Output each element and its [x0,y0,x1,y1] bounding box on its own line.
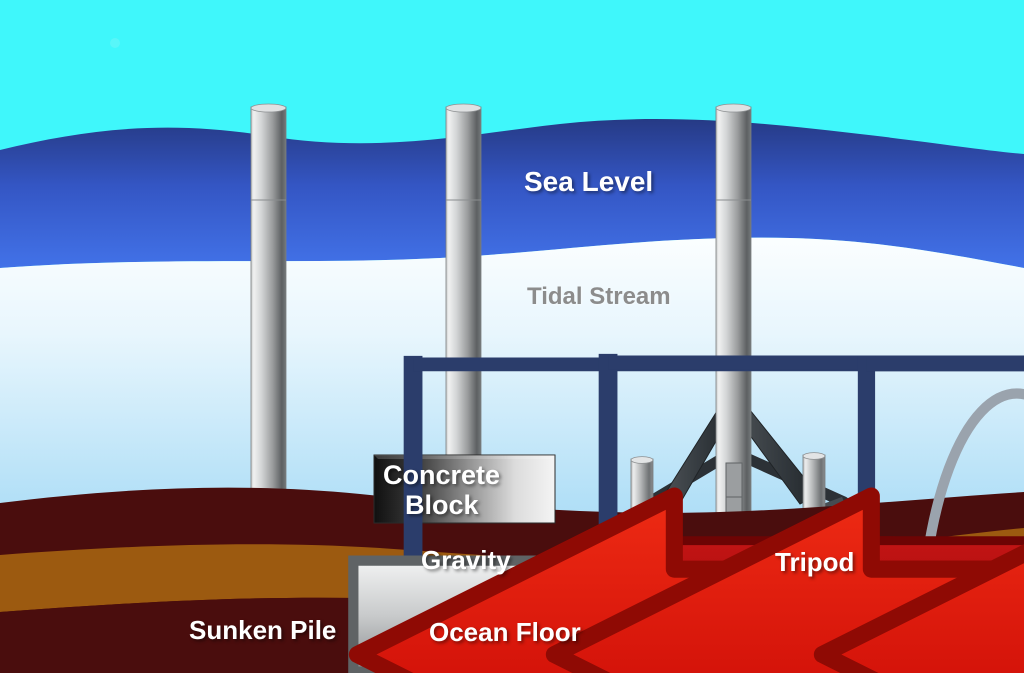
label-sunken-pile: Sunken Pile [189,615,337,645]
tripod-outrigger-right-cap [802,452,826,460]
label-ocean-floor: Ocean Floor [429,617,581,647]
label-tripod: Tripod [775,547,855,577]
tripod-outrigger-left-cap [630,456,654,464]
label-gravity: Gravity [421,545,511,575]
label-concrete-block-line1: Concrete [383,460,501,490]
label-concrete-block: Concrete Block [383,460,500,520]
label-sea-level: Sea Level [524,166,654,197]
sunken-pile-top-cap [250,103,287,113]
sky-speck [110,38,120,48]
label-concrete-block-line2: Block [405,490,479,520]
gravity-pile-top-cap [445,103,482,113]
label-tidal-stream: Tidal Stream [527,283,671,310]
tripod-column-top-cap [715,103,752,113]
